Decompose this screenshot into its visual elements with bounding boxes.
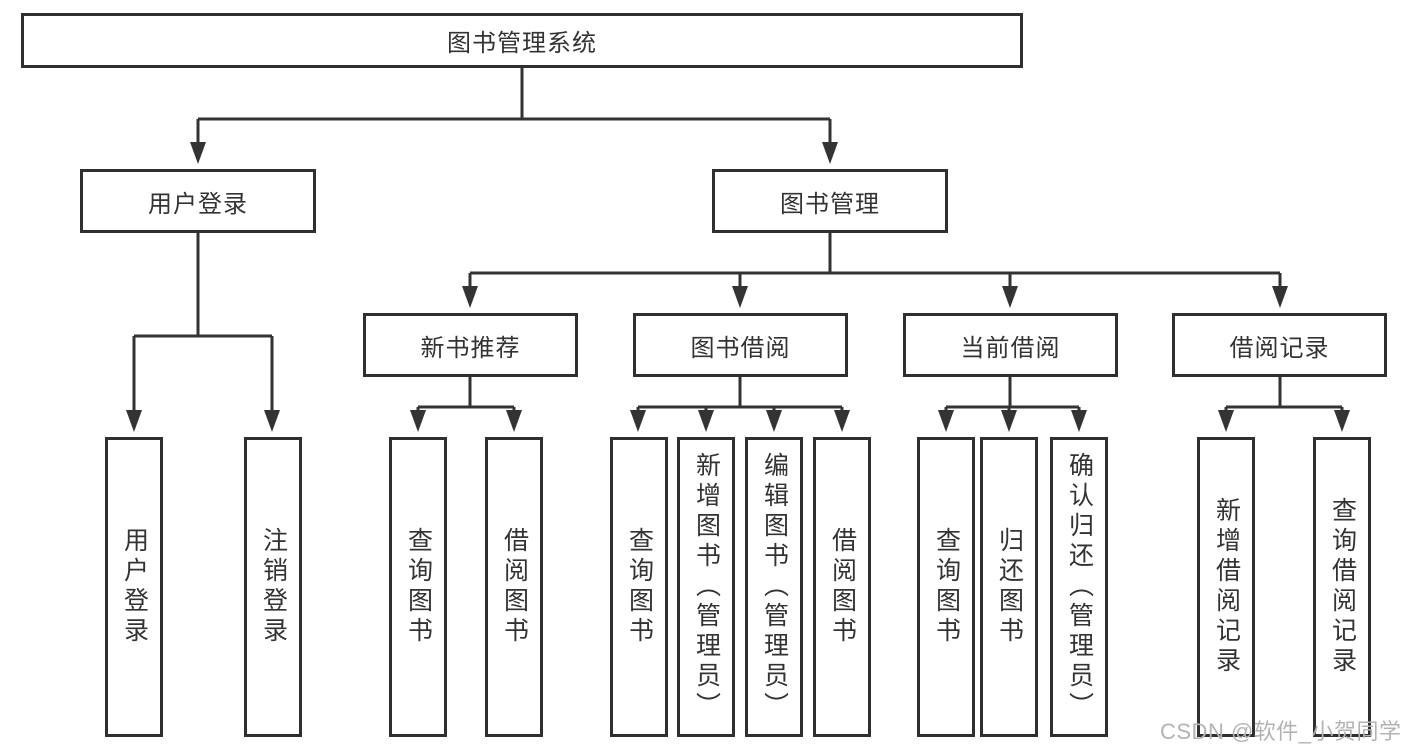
node-current-borrowing: 当前借阅 [903, 313, 1118, 377]
leaf-edit-book-admin: 编辑图书（管理员） [745, 437, 803, 737]
node-borrowing-records: 借阅记录 [1172, 313, 1387, 377]
node-book-management-branch: 图书管理 [712, 169, 948, 233]
node-new-book-recommendation: 新书推荐 [363, 313, 578, 377]
leaf-user-login: 用户登录 [105, 437, 163, 737]
csdn-watermark: CSDN @软件_小贺同学 [1160, 719, 1402, 744]
node-book-borrowing: 图书借阅 [633, 313, 848, 377]
leaf-query-books-recommend: 查询图书 [389, 437, 447, 737]
leaf-query-books-current: 查询图书 [917, 437, 975, 737]
arrowheads [126, 142, 1350, 432]
leaf-add-borrow-record: 新增借阅记录 [1197, 437, 1255, 737]
leaf-borrow-books-recommend: 借阅图书 [485, 437, 543, 737]
leaf-query-borrow-record: 查询借阅记录 [1313, 437, 1371, 737]
node-user-login-branch: 用户登录 [80, 169, 316, 233]
leaf-logout: 注销登录 [244, 437, 302, 737]
leaf-query-books-borrow: 查询图书 [610, 437, 668, 737]
leaf-add-book-admin: 新增图书（管理员） [677, 437, 735, 737]
leaf-return-book: 归还图书 [980, 437, 1038, 737]
node-library-management-system: 图书管理系统 [21, 13, 1023, 68]
leaf-borrow-books: 借阅图书 [813, 437, 871, 737]
leaf-confirm-return-admin: 确认归还（管理员） [1050, 437, 1108, 737]
tree-edges [134, 66, 1342, 409]
